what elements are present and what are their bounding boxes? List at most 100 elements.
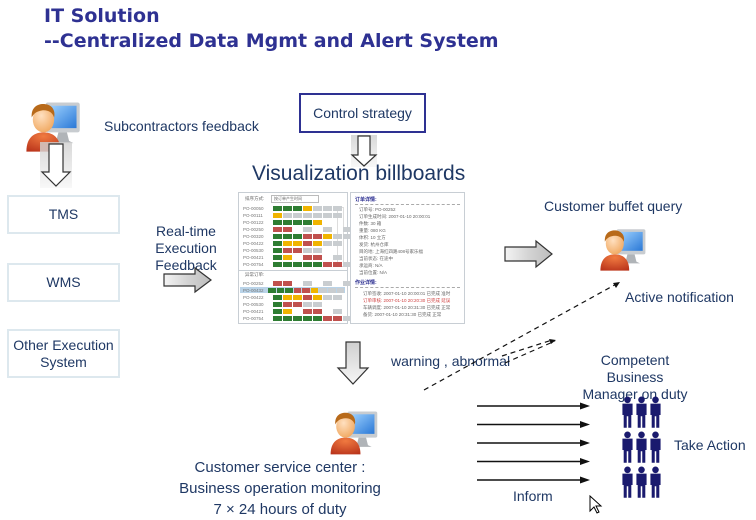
order-id: PO-00252	[243, 280, 264, 286]
detail-row: 件数: 30 箱	[359, 221, 382, 226]
dashed-line	[504, 340, 556, 364]
status-cell	[303, 226, 312, 232]
status-cell	[303, 240, 312, 246]
manager-person-icon	[650, 396, 661, 428]
order-row[interactable]: PO-00111	[243, 212, 343, 218]
inform-arrowhead	[580, 476, 590, 484]
manager-person-icon	[622, 431, 633, 463]
detail-row: 订单号: PO-00252	[359, 207, 396, 212]
status-cell	[323, 261, 332, 267]
status-cell	[303, 280, 312, 286]
wms-label: WMS	[46, 274, 81, 290]
status-cell	[313, 301, 322, 307]
other-execution-system-box: Other Execution System	[7, 329, 120, 378]
status-cell	[323, 315, 332, 321]
status-cell	[313, 261, 322, 267]
order-row[interactable]: PO-00250	[243, 226, 353, 232]
active-notification-label: Active notification	[625, 289, 734, 305]
order-row[interactable]: PO-00754	[243, 315, 353, 321]
status-cell	[293, 219, 302, 225]
divider	[355, 204, 460, 205]
order-id: PO-00754	[243, 261, 264, 267]
right-arrow-icon	[504, 239, 553, 269]
order-row[interactable]: PO-00122	[243, 219, 323, 225]
status-cell	[333, 261, 342, 267]
dashed-line	[423, 281, 621, 391]
order-id: PO-00530	[243, 301, 264, 307]
order-row[interactable]: PO-00320	[243, 233, 353, 239]
status-cell	[313, 247, 322, 253]
status-cell	[283, 301, 292, 307]
status-cell	[273, 294, 282, 300]
inform-arrowhead	[580, 402, 590, 410]
down-arrow-icon	[336, 340, 370, 386]
ops-header: 作业详情:	[355, 280, 377, 286]
status-cell	[303, 205, 312, 211]
other-execution-label: Other Execution System	[13, 336, 114, 370]
status-cell	[273, 226, 282, 232]
status-cell	[268, 287, 276, 293]
service-center-line-2: Business operation monitoring	[179, 480, 381, 497]
status-cell	[313, 308, 322, 314]
order-row[interactable]: PO-00432	[240, 287, 345, 293]
order-row[interactable]: PO-00422	[243, 240, 343, 246]
order-id: PO-00754	[243, 315, 264, 321]
order-id: PO-00422	[243, 240, 264, 246]
status-cell	[293, 315, 302, 321]
tms-label: TMS	[48, 206, 79, 222]
status-cell	[283, 219, 292, 225]
status-cell	[313, 315, 322, 321]
order-row[interactable]: PO-00421	[243, 254, 343, 260]
status-cell	[293, 301, 302, 307]
manager-person-icon	[622, 466, 633, 498]
status-cell	[343, 280, 352, 286]
status-cell	[327, 287, 336, 293]
status-cell	[313, 294, 322, 300]
status-cell	[283, 205, 292, 211]
status-cell	[302, 287, 310, 293]
status-cell	[293, 247, 302, 253]
status-cell	[283, 240, 292, 246]
detail-row: 发货: 杭州仓库	[359, 242, 389, 247]
status-cell	[313, 233, 322, 239]
managers-label: Competent Business Manager on duty	[582, 352, 688, 402]
operation-row: 备货: 2007-01-10 20:31:30 已完成 正常	[363, 312, 442, 317]
detail-row: 承运商: N/A	[359, 263, 383, 268]
status-cell	[303, 315, 312, 321]
status-cell	[343, 233, 352, 239]
right-arrow-icon	[163, 266, 212, 294]
sort-dropdown[interactable]: 按订单产生时间	[271, 195, 319, 203]
dashed-arrowhead	[549, 339, 556, 344]
status-cell	[313, 212, 322, 218]
status-cell	[343, 226, 352, 232]
order-row[interactable]: PO-00530	[243, 247, 323, 253]
status-cell	[273, 247, 282, 253]
status-cell	[283, 280, 292, 286]
status-cell	[323, 294, 332, 300]
wms-box: WMS	[7, 263, 120, 302]
status-cell	[273, 315, 282, 321]
operation-row: 车辆调度: 2007-01-10 20:31:30 已完成 正常	[363, 305, 451, 310]
order-row[interactable]: PO-00754	[243, 261, 353, 267]
status-cell	[293, 261, 302, 267]
detail-row: 目的地: 上海红四路408号家乐福	[359, 249, 424, 254]
order-row[interactable]: PO-00252	[243, 280, 353, 286]
order-row[interactable]: PO-00421	[243, 308, 343, 314]
status-cell	[283, 254, 292, 260]
status-cell	[323, 233, 332, 239]
manager-person-icon	[636, 431, 647, 463]
inform-arrowhead	[580, 458, 590, 465]
status-cell	[293, 233, 302, 239]
dashed-arrowhead	[613, 282, 620, 288]
status-cell	[283, 247, 292, 253]
status-cell	[333, 233, 342, 239]
status-cell	[333, 205, 342, 211]
status-cell	[323, 205, 332, 211]
order-row[interactable]: PO-00530	[243, 301, 323, 307]
status-cell	[283, 294, 292, 300]
order-row[interactable]: PO-00422	[243, 294, 343, 300]
inform-label: Inform	[513, 488, 553, 504]
